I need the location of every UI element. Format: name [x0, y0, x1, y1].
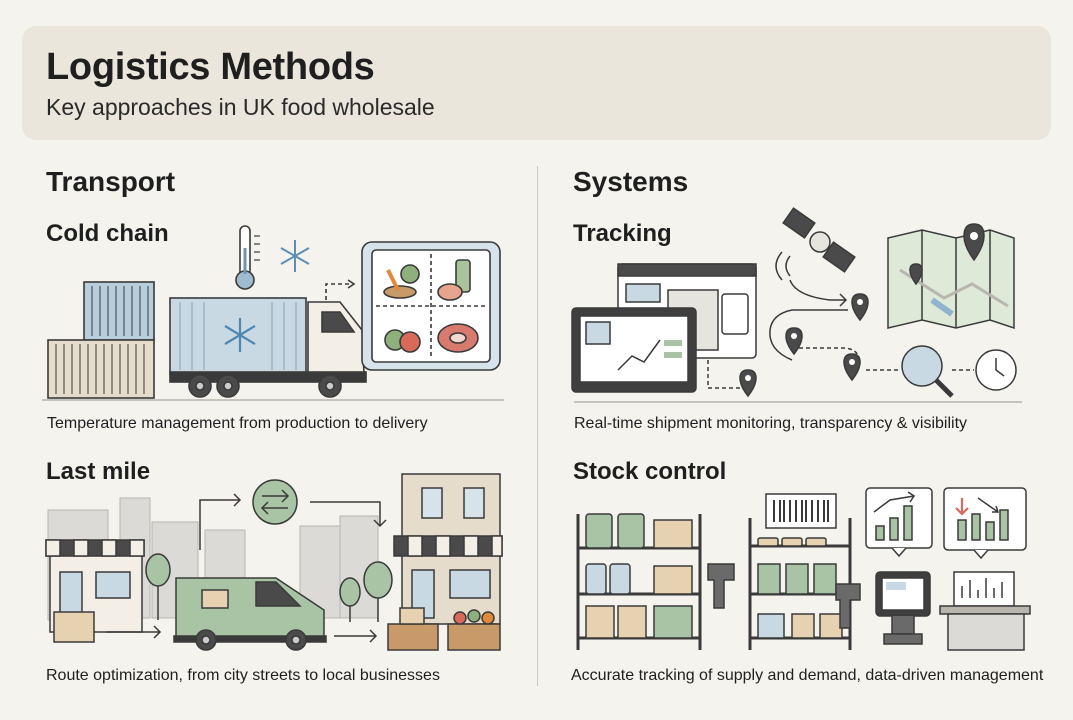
- stock-control-caption: Accurate tracking of supply and demand, …: [571, 667, 1044, 684]
- chart-down-icon: [943, 487, 1027, 560]
- last-mile-illustration: [45, 473, 503, 651]
- tracking-illustration: [571, 207, 1022, 403]
- food-tablet-icon: [361, 241, 501, 371]
- van-icon: [173, 577, 327, 651]
- page-subtitle: Key approaches in UK food wholesale: [46, 94, 435, 120]
- chart-up-icon: [865, 487, 933, 558]
- cold-chain-heading: Cold chain: [46, 220, 169, 247]
- last-mile-caption: Route optimization, from city streets to…: [46, 667, 440, 684]
- location-pin-icon: [739, 293, 869, 398]
- stock-control-illustration: [576, 487, 1031, 651]
- barcode-scanner-icon: [707, 563, 735, 609]
- storefront-icon: [45, 539, 145, 633]
- monitor-icon: [571, 307, 697, 393]
- stock-control-heading: Stock control: [573, 458, 727, 485]
- transport-heading: Transport: [46, 166, 176, 197]
- magnifier-icon: [901, 345, 954, 398]
- shelf-icon: [576, 513, 702, 650]
- satellite-icon: [775, 207, 856, 281]
- cold-chain-caption: Temperature management from production t…: [47, 415, 428, 432]
- clock-icon: [975, 349, 1017, 391]
- barcode-icon: [765, 493, 837, 529]
- swap-arrows-icon: [252, 479, 298, 525]
- thermometer-icon: [235, 225, 260, 290]
- tracking-heading: Tracking: [573, 220, 672, 247]
- container-icon: [47, 281, 155, 399]
- snowflake-icon: [280, 240, 310, 272]
- map-icon: [887, 223, 1015, 330]
- produce-crate-icon: [387, 607, 501, 651]
- kiosk-icon: [875, 571, 931, 645]
- header-banner: Logistics Methods Key approaches in UK f…: [22, 26, 1051, 140]
- systems-heading: Systems: [573, 166, 689, 197]
- cold-chain-illustration: [42, 225, 504, 401]
- page-title: Logistics Methods: [46, 46, 375, 88]
- column-divider: [537, 166, 538, 686]
- tracking-caption: Real-time shipment monitoring, transpare…: [574, 415, 968, 432]
- last-mile-heading: Last mile: [46, 458, 151, 485]
- truck-icon: [169, 297, 367, 398]
